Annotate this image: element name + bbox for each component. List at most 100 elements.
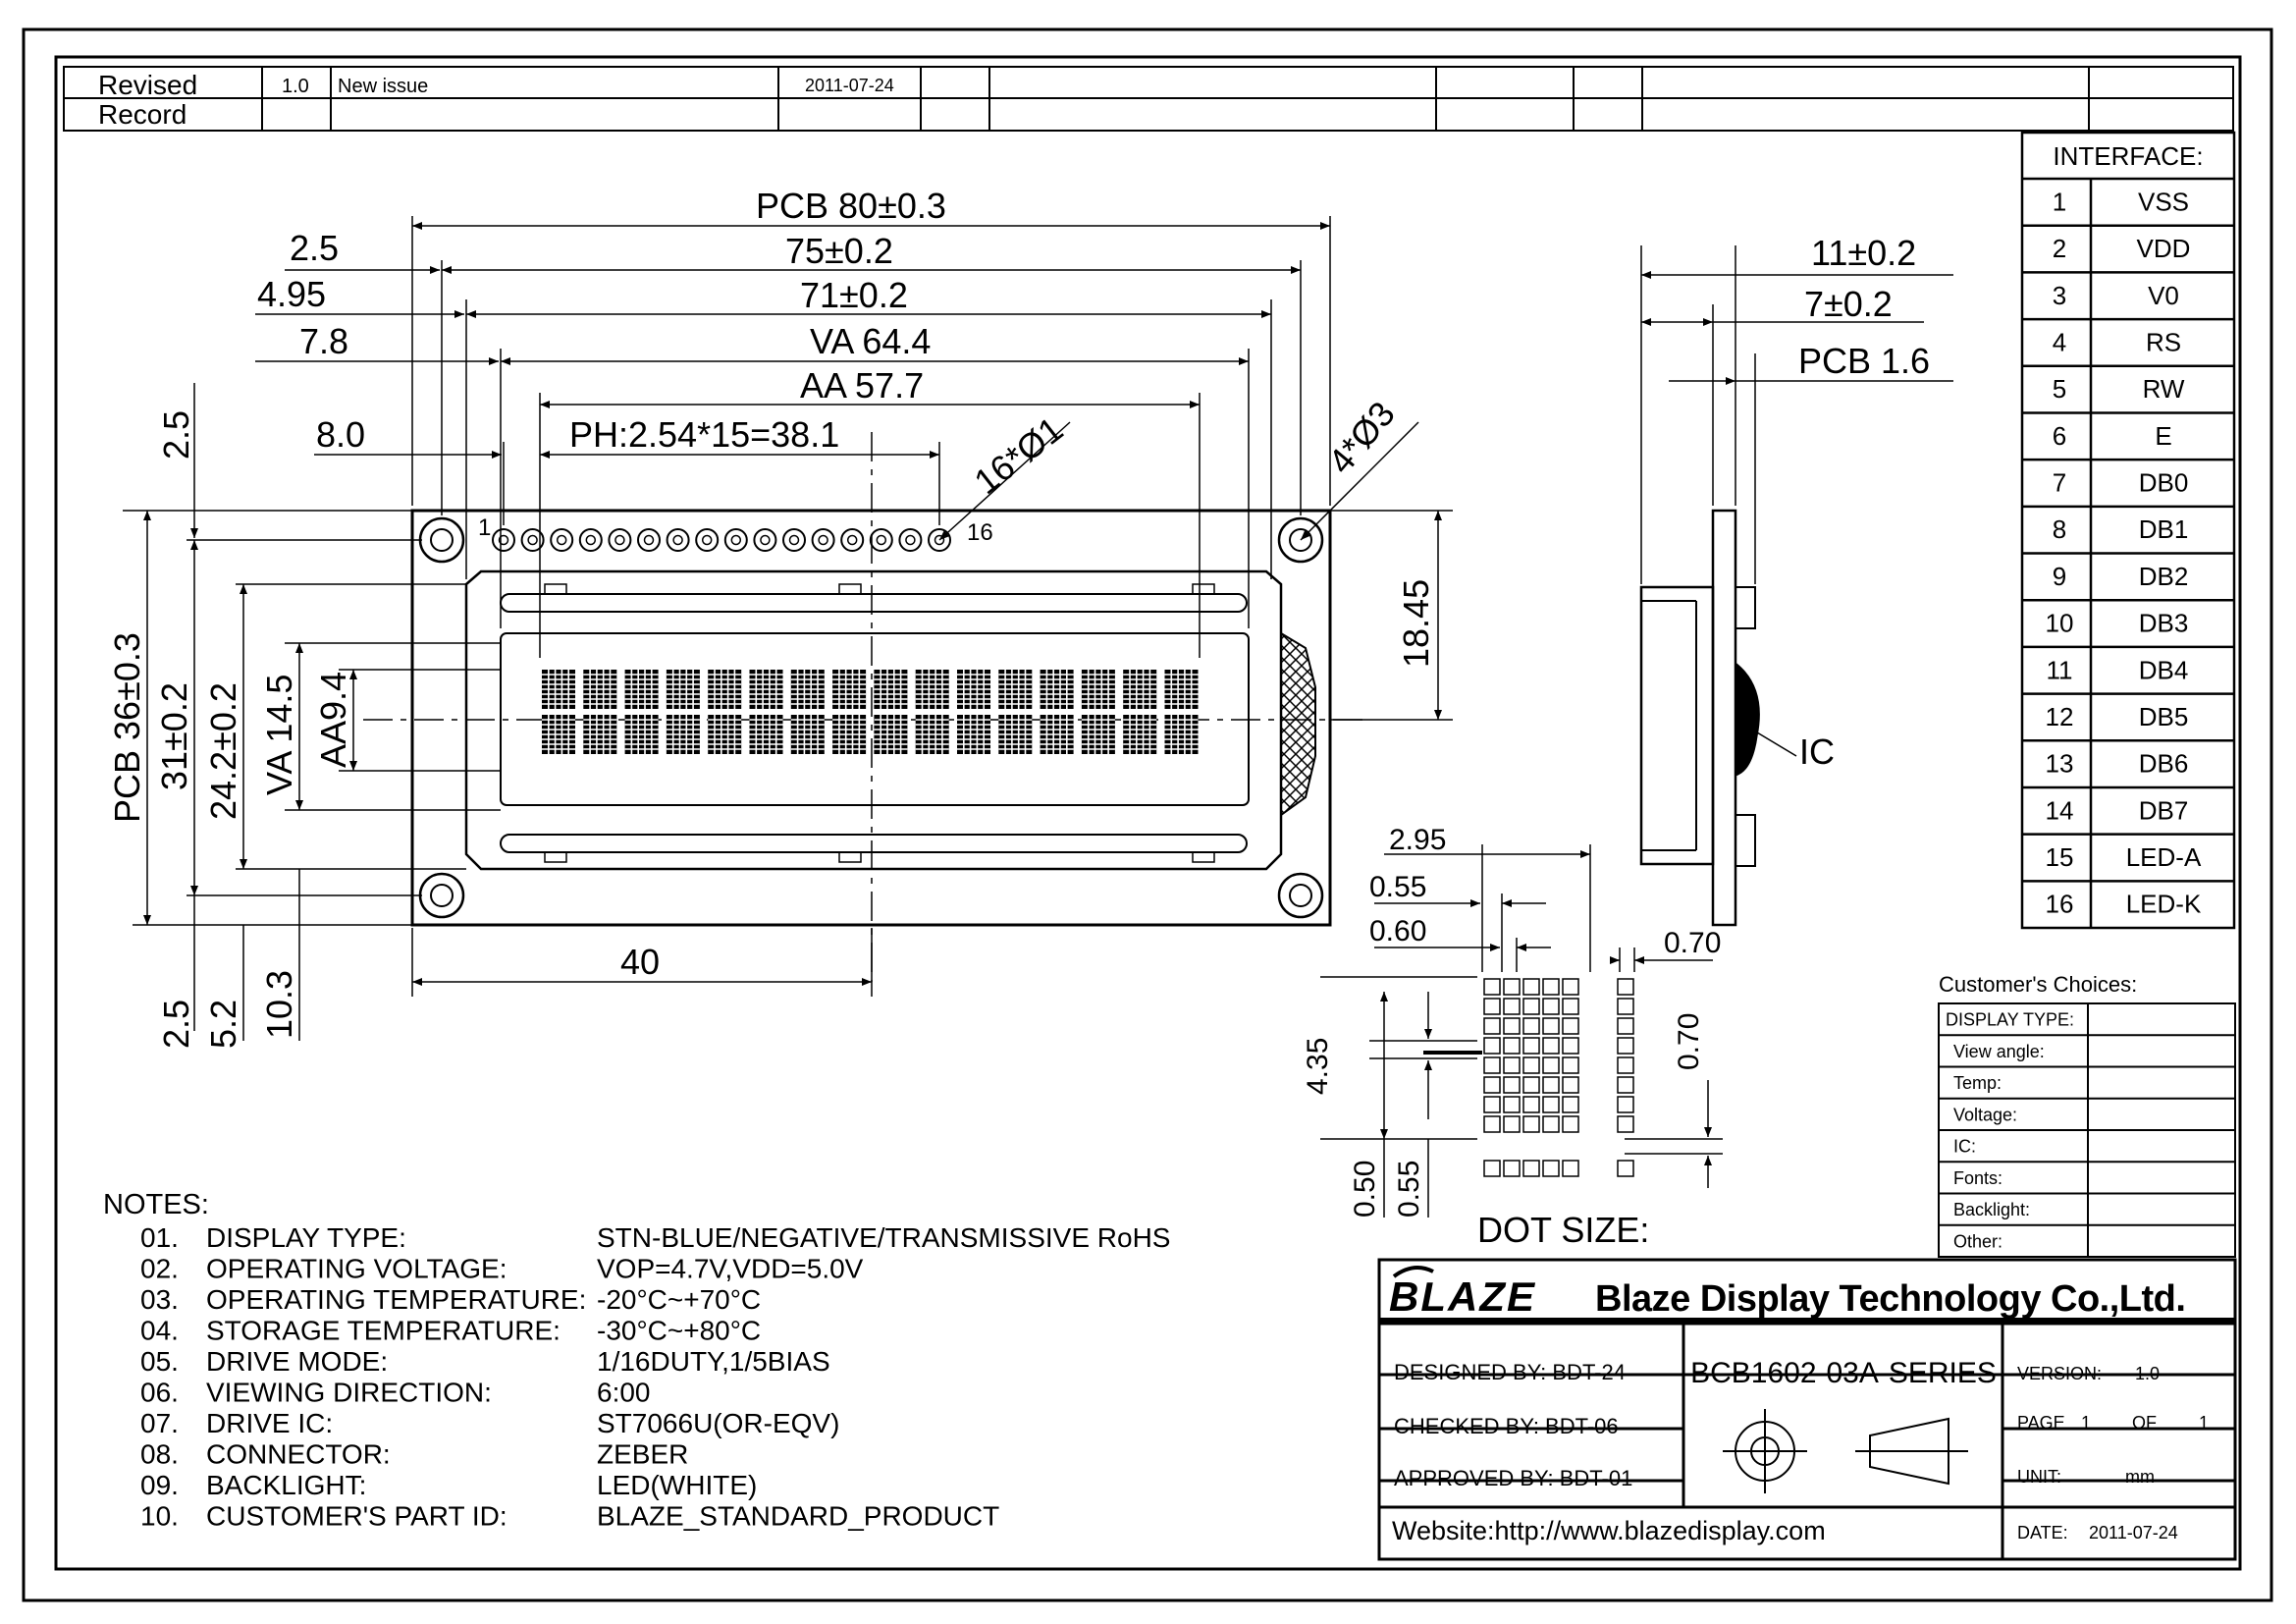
dim-75: 75±0.2 <box>785 231 893 271</box>
website[interactable]: Website:http://www.blazedisplay.com <box>1392 1516 1826 1545</box>
connector-pin <box>666 528 690 552</box>
dot <box>1503 1037 1521 1055</box>
connector-pins <box>492 528 951 552</box>
connector-pin-hole <box>701 534 713 546</box>
dot <box>1617 1017 1634 1035</box>
interface-pin-name: E <box>2155 421 2171 451</box>
dot <box>1483 1037 1501 1055</box>
dot <box>1503 1056 1521 1074</box>
cursor-dot <box>1617 1160 1634 1177</box>
note-label: CUSTOMER'S PART ID: <box>206 1501 507 1532</box>
customer-choice-label: Backlight: <box>1953 1200 2030 1219</box>
interface-pin-name: DB1 <box>2139 514 2189 544</box>
connector-pin-hole <box>846 534 858 546</box>
interface-pin-number: 10 <box>2046 609 2074 638</box>
dim-bottom-5-2: 5.2 <box>203 1000 243 1049</box>
of-label: OF <box>2132 1413 2157 1433</box>
date-label: DATE: <box>2017 1523 2068 1543</box>
inner-frame <box>54 55 2242 1571</box>
character-block <box>998 670 1033 709</box>
connector-pin-hole <box>934 534 945 546</box>
designed-by: DESIGNED BY: BDT-24 <box>1394 1360 1626 1384</box>
part-number: BCB1602-03A-SERIES <box>1690 1357 1997 1389</box>
character-block <box>583 670 617 709</box>
connector-pin <box>578 528 603 552</box>
dot <box>1483 998 1501 1015</box>
cursor-dot <box>1522 1160 1540 1177</box>
interface-pin-number: 12 <box>2046 702 2074 731</box>
character-block <box>624 715 659 754</box>
customer-choice-label: Fonts: <box>1953 1168 2002 1188</box>
connector-pin-hole <box>788 534 800 546</box>
dot <box>1617 1115 1634 1133</box>
character-block <box>915 670 949 709</box>
dim-holes-16: 16*Ø1 <box>967 408 1071 502</box>
dim-2-5-top: 2.5 <box>290 228 339 268</box>
customer-choice-label: DISPLAY TYPE: <box>1946 1010 2074 1030</box>
dim-va-width: VA 64.4 <box>810 321 931 361</box>
dim-dot-0-55-v: 0.55 <box>1393 1161 1425 1218</box>
connector-pin <box>898 528 923 552</box>
note-label: STORAGE TEMPERATURE: <box>206 1316 561 1346</box>
revision-version: 1.0 <box>282 76 309 97</box>
interface-pin-name: VSS <box>2138 187 2189 216</box>
dim-aa-width: AA 57.7 <box>800 365 924 406</box>
dim-dot-4-35: 4.35 <box>1302 1038 1334 1095</box>
dot <box>1542 1056 1560 1074</box>
connector-pin <box>637 528 661 552</box>
connector-pin-hole <box>556 534 567 546</box>
customer-choice-label: IC: <box>1953 1137 1976 1157</box>
interface-pin-number: 5 <box>2053 374 2066 404</box>
svg-text:BLAZE: BLAZE <box>1389 1273 1536 1320</box>
dot <box>1562 1115 1579 1133</box>
approved-by: APPROVED BY: BDT-01 <box>1394 1466 1632 1490</box>
note-value: 6:00 <box>597 1378 651 1408</box>
note-label: OPERATING VOLTAGE: <box>206 1254 507 1284</box>
dot <box>1522 1115 1540 1133</box>
interface-pin-number: 11 <box>2047 655 2073 684</box>
note-value: -20°C~+70°C <box>597 1284 761 1315</box>
dot <box>1617 998 1634 1015</box>
character-matrix <box>542 670 1199 754</box>
connector-pin <box>782 528 806 552</box>
note-label: DRIVE IC: <box>206 1408 333 1438</box>
connector-pin-hole <box>643 534 655 546</box>
dim-24-2: 24.2±0.2 <box>203 682 243 820</box>
note-number: 07. <box>140 1408 179 1438</box>
interface-pin-number: 9 <box>2053 562 2066 591</box>
interface-pin-name: VDD <box>2137 234 2191 263</box>
revised-record-label-line2: Record <box>98 99 187 130</box>
character-block <box>666 670 700 709</box>
dim-bottom-2-5: 2.5 <box>156 1000 196 1049</box>
dim-dot-0-70-v: 0.70 <box>1673 1013 1705 1070</box>
dim-dot-0-50: 0.50 <box>1349 1161 1381 1218</box>
character-block <box>1123 715 1157 754</box>
character-block <box>998 715 1033 754</box>
pin-16-label: 16 <box>967 519 993 546</box>
dot <box>1522 1076 1540 1094</box>
dim-8-0: 8.0 <box>316 414 365 455</box>
connector-pin-hole <box>818 534 828 546</box>
interface-pin-name: LED-A <box>2126 842 2202 872</box>
interface-pin-name: DB4 <box>2139 655 2189 684</box>
character-block <box>542 715 575 754</box>
note-number: 02. <box>140 1254 179 1284</box>
connector-pin-hole <box>760 534 771 546</box>
dot <box>1617 978 1634 996</box>
note-value: ZEBER <box>597 1439 688 1470</box>
date-value: 2011-07-24 <box>2089 1523 2178 1543</box>
connector-pin-hole <box>527 534 538 546</box>
interface-pin-number: 7 <box>2053 468 2066 498</box>
character-block <box>915 715 949 754</box>
version-label: VERSION: <box>2017 1364 2102 1383</box>
dot <box>1483 1115 1501 1133</box>
character-block <box>832 715 867 754</box>
revision-description: New issue <box>338 76 428 97</box>
dot <box>1503 998 1521 1015</box>
dot <box>1483 978 1501 996</box>
notes-list: 01.DISPLAY TYPE:STN-BLUE/NEGATIVE/TRANSM… <box>140 1222 1171 1532</box>
notes-title: NOTES: <box>103 1189 209 1220</box>
note-value: ST7066U(OR-EQV) <box>597 1408 839 1438</box>
connector-pin <box>811 528 835 552</box>
dim-bottom-10-3: 10.3 <box>259 970 299 1039</box>
